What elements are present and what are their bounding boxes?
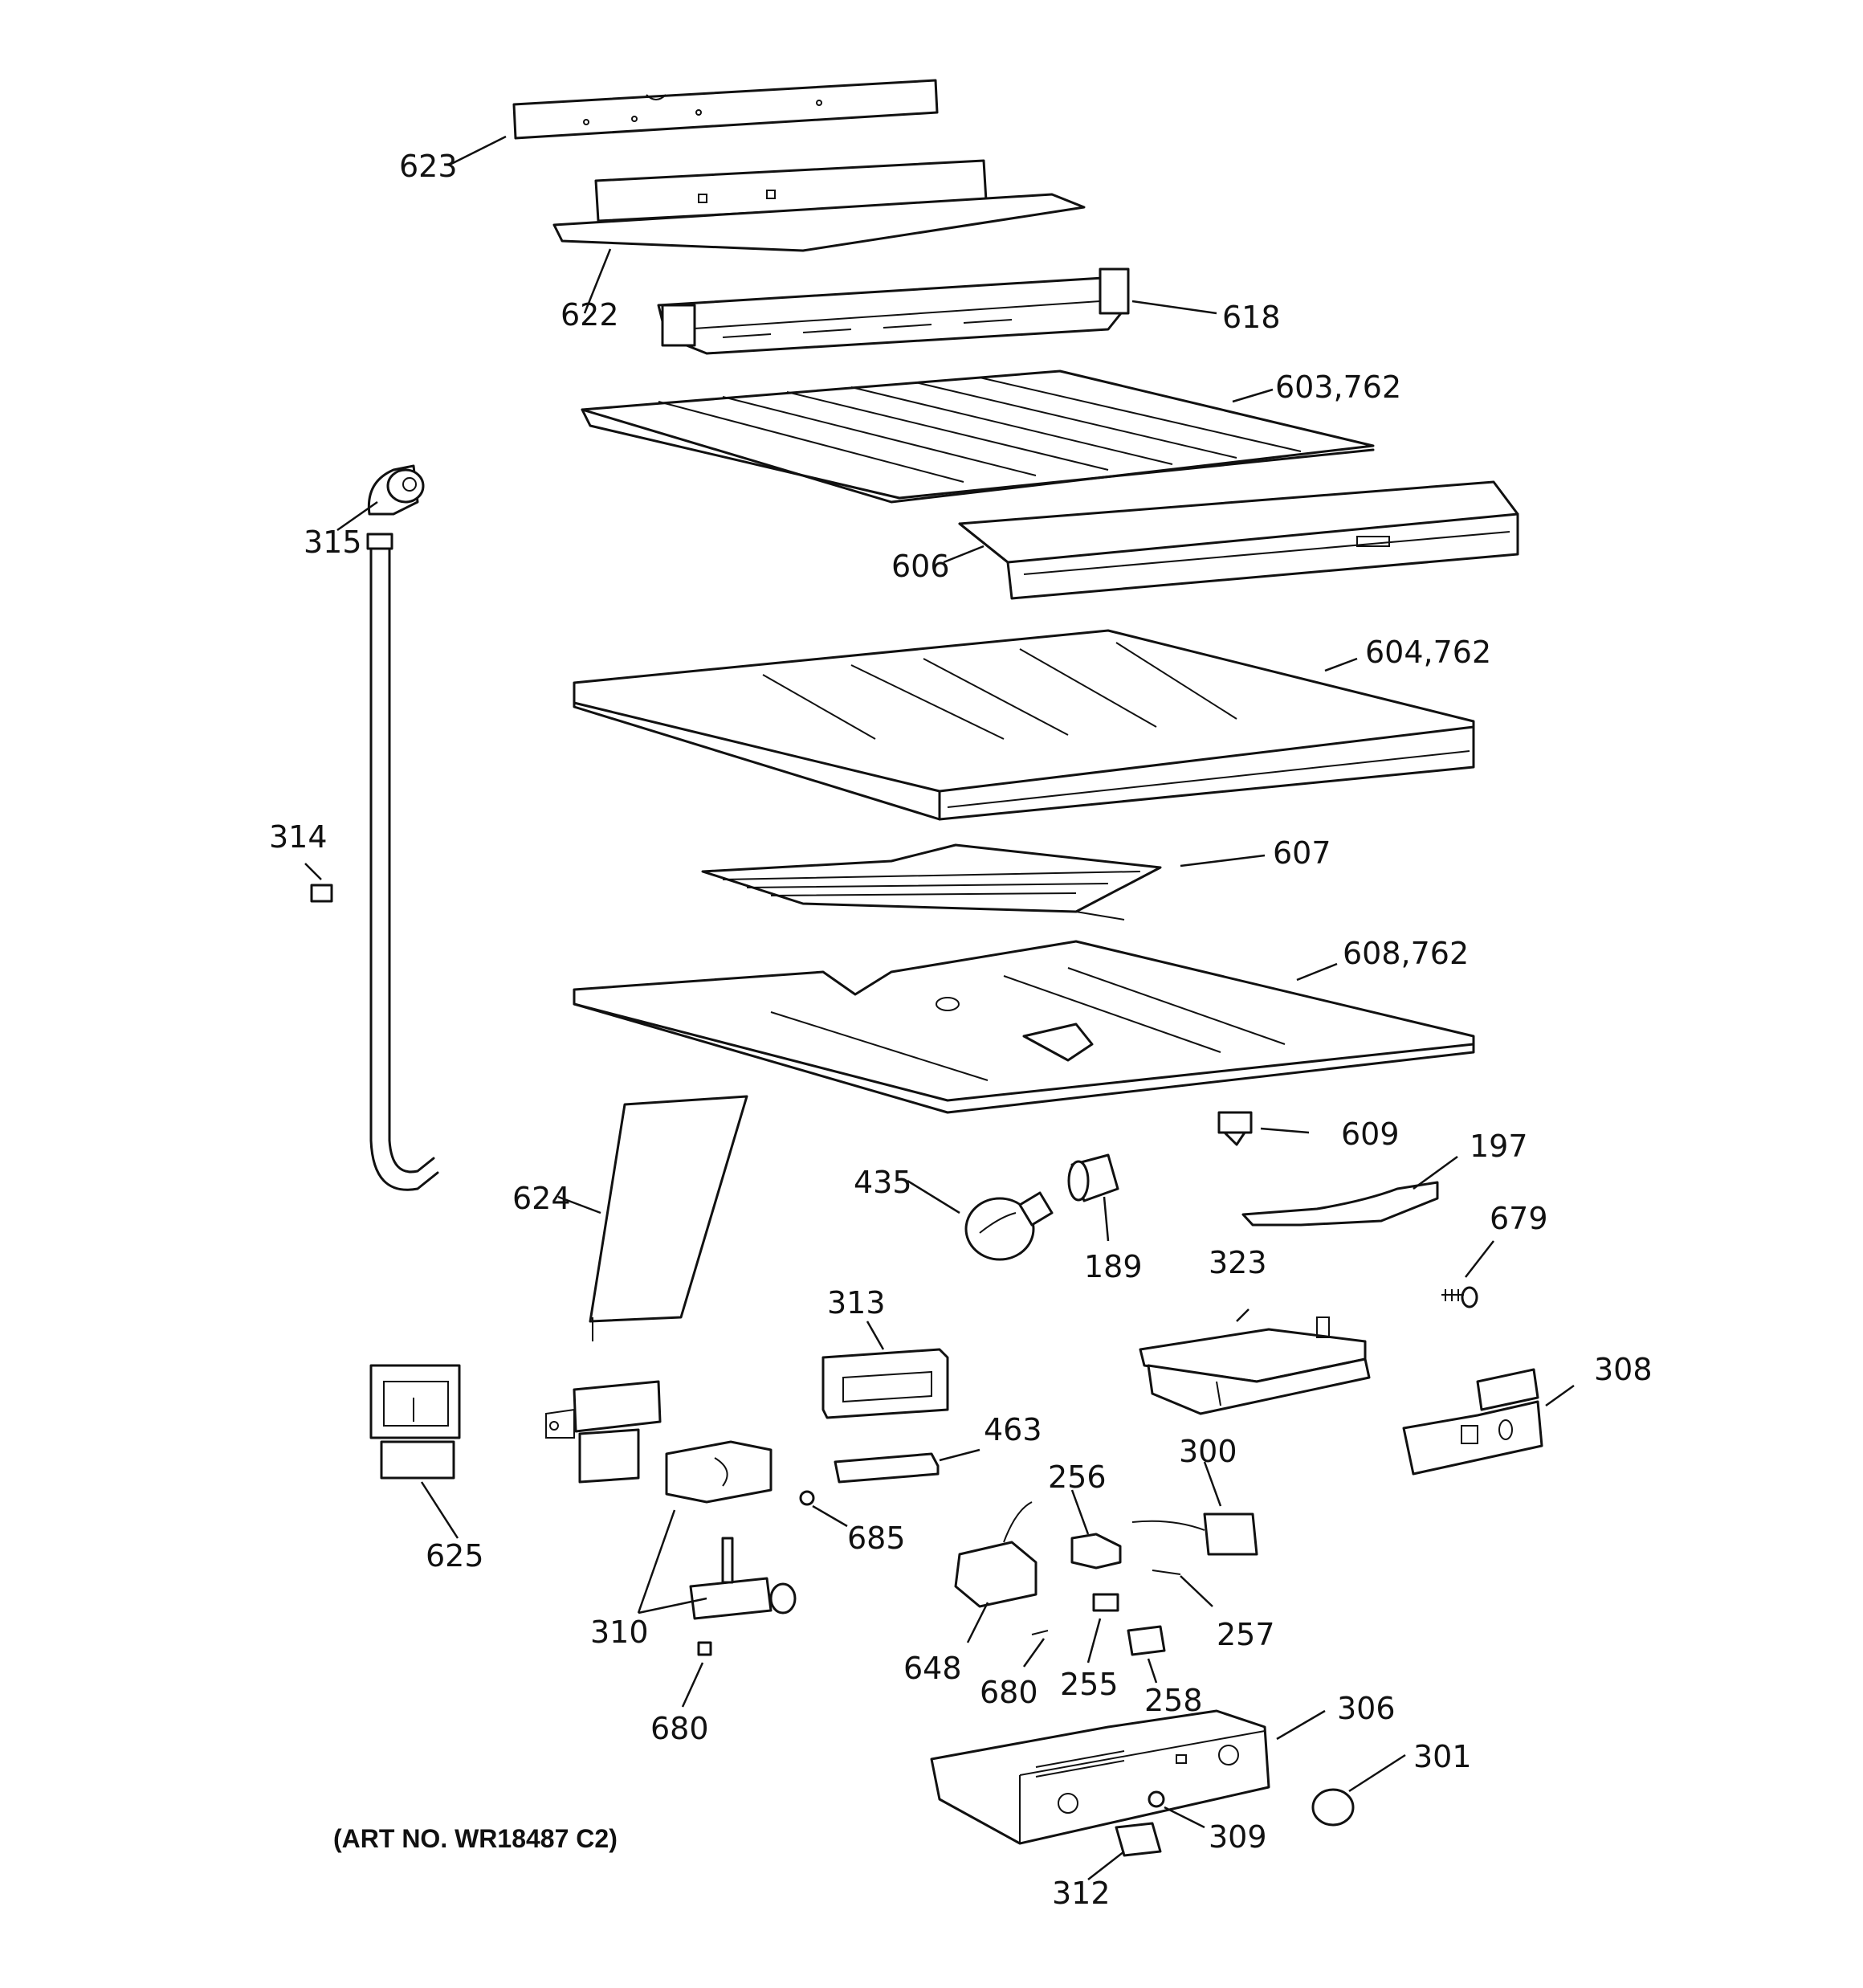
label-680-right: 680 — [980, 1675, 1038, 1710]
label-603-762: 603,762 — [1275, 369, 1401, 405]
label-315: 315 — [304, 525, 362, 560]
label-308: 308 — [1594, 1352, 1653, 1387]
part-625-dispenser — [369, 1364, 461, 1480]
part-314-clip — [310, 884, 333, 903]
label-256: 256 — [1048, 1459, 1107, 1495]
label-323: 323 — [1209, 1245, 1267, 1280]
part-463-block — [834, 1452, 940, 1484]
part-603-shelf — [581, 369, 1375, 504]
part-648-motor — [954, 1501, 1037, 1608]
part-306-housing — [930, 1709, 1270, 1845]
part-255-knob — [1092, 1593, 1119, 1612]
art-number: (ART NO. WR18487 C2) — [333, 1824, 618, 1853]
label-685: 685 — [847, 1521, 906, 1556]
label-648: 648 — [903, 1651, 962, 1686]
callout-labels: 623 622 618 603,762 315 606 604,762 314 … — [269, 149, 1653, 1911]
part-685-screw — [799, 1490, 815, 1506]
label-608-762: 608,762 — [1343, 936, 1469, 971]
part-308-bracket — [1402, 1368, 1543, 1476]
part-680-screw — [697, 1630, 1049, 1656]
part-197-wire — [1241, 1181, 1439, 1227]
part-607-filter — [701, 843, 1162, 921]
part-622-cover — [552, 159, 1086, 252]
part-301-knob — [1311, 1788, 1355, 1827]
part-300-thermostat — [1131, 1512, 1258, 1556]
part-310-switches — [665, 1440, 797, 1620]
label-306: 306 — [1337, 1691, 1396, 1726]
part-309-button — [1148, 1790, 1165, 1808]
leader-lines — [304, 135, 1575, 1880]
label-625: 625 — [426, 1538, 484, 1574]
label-197: 197 — [1470, 1129, 1528, 1164]
part-312-button — [1115, 1822, 1162, 1857]
part-323-housing — [1139, 1316, 1371, 1415]
label-258: 258 — [1144, 1683, 1203, 1718]
label-301: 301 — [1413, 1739, 1472, 1774]
label-313: 313 — [827, 1285, 886, 1321]
label-309: 309 — [1209, 1819, 1267, 1855]
part-313-box — [821, 1348, 949, 1419]
part-189-socket — [1067, 1153, 1119, 1202]
part-435-bulb — [964, 1191, 1054, 1261]
label-189: 189 — [1084, 1249, 1143, 1284]
part-618-bracket — [657, 267, 1130, 355]
label-300: 300 — [1179, 1434, 1237, 1469]
part-257-screw — [1152, 1570, 1181, 1575]
part-315-tube — [366, 464, 439, 1191]
part-256-switch — [1070, 1533, 1122, 1570]
label-622: 622 — [561, 297, 619, 333]
part-608-pan — [573, 940, 1475, 1114]
label-680-left: 680 — [650, 1711, 709, 1746]
label-255: 255 — [1060, 1667, 1119, 1702]
label-606: 606 — [891, 549, 950, 584]
part-609-clip — [1217, 1111, 1253, 1146]
part-606-tray — [958, 480, 1519, 600]
label-607: 607 — [1273, 835, 1331, 871]
label-435: 435 — [854, 1165, 912, 1200]
label-679: 679 — [1490, 1201, 1548, 1236]
label-624: 624 — [512, 1181, 571, 1216]
label-310: 310 — [590, 1614, 649, 1650]
label-618: 618 — [1222, 300, 1281, 335]
part-679-screw — [1441, 1286, 1478, 1308]
part-623-strip — [512, 79, 939, 140]
label-604-762: 604,762 — [1365, 635, 1491, 670]
label-257: 257 — [1217, 1617, 1275, 1652]
part-604-shelf — [573, 629, 1475, 821]
label-609: 609 — [1341, 1116, 1400, 1152]
part-258-knob — [1127, 1625, 1166, 1656]
label-623: 623 — [399, 149, 458, 184]
part-624-chute — [545, 1095, 748, 1484]
label-463: 463 — [984, 1412, 1042, 1447]
label-314: 314 — [269, 819, 328, 855]
label-312: 312 — [1052, 1876, 1111, 1911]
